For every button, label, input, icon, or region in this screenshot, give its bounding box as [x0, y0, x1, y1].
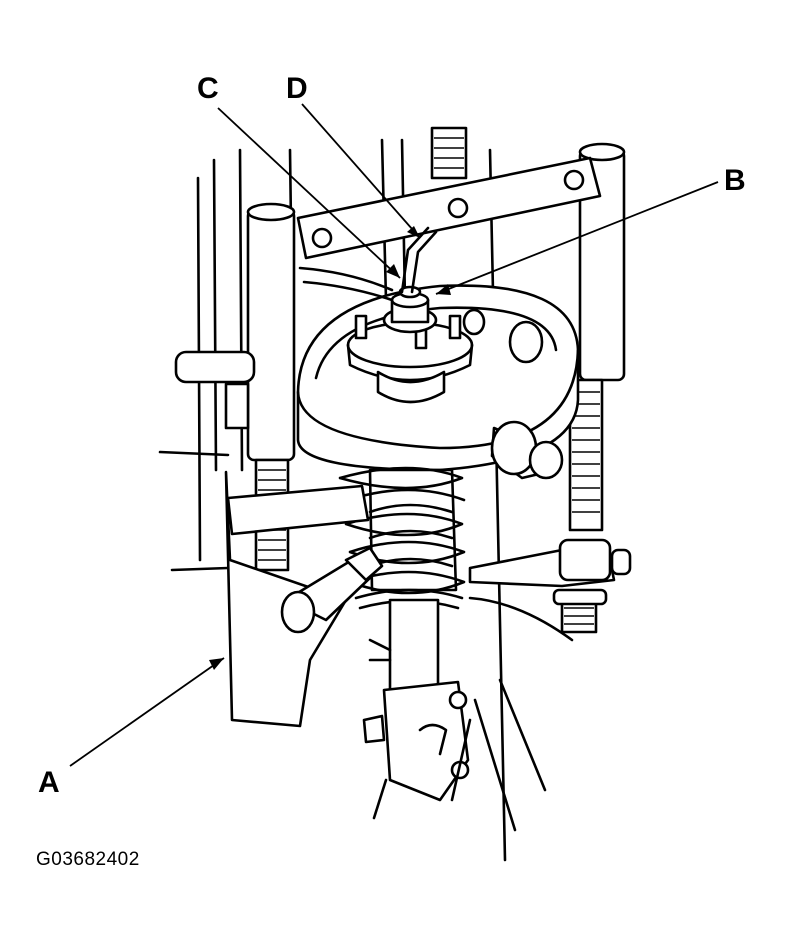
leader-b: [435, 181, 719, 295]
ring-handle: [490, 420, 564, 480]
hex-wrench-tool: [298, 226, 438, 302]
left-side-tube: [174, 350, 256, 430]
callout-a: A: [38, 766, 60, 799]
callout-d: D: [286, 72, 308, 105]
bearing: [376, 370, 446, 404]
callout-c: C: [197, 72, 219, 105]
strut-body: [362, 598, 472, 820]
callout-b: B: [724, 164, 746, 197]
leader-lines: [69, 103, 719, 767]
leader-a: [69, 657, 225, 767]
top-mount: [346, 285, 474, 382]
right-guide-rod: [430, 126, 626, 634]
top-bracket: [296, 156, 602, 260]
leader-arrowheads: [209, 226, 451, 670]
figure-id: G03682402: [36, 849, 140, 870]
leader-c: [217, 107, 401, 279]
leader-d: [301, 103, 421, 239]
left-pin: [280, 546, 384, 634]
